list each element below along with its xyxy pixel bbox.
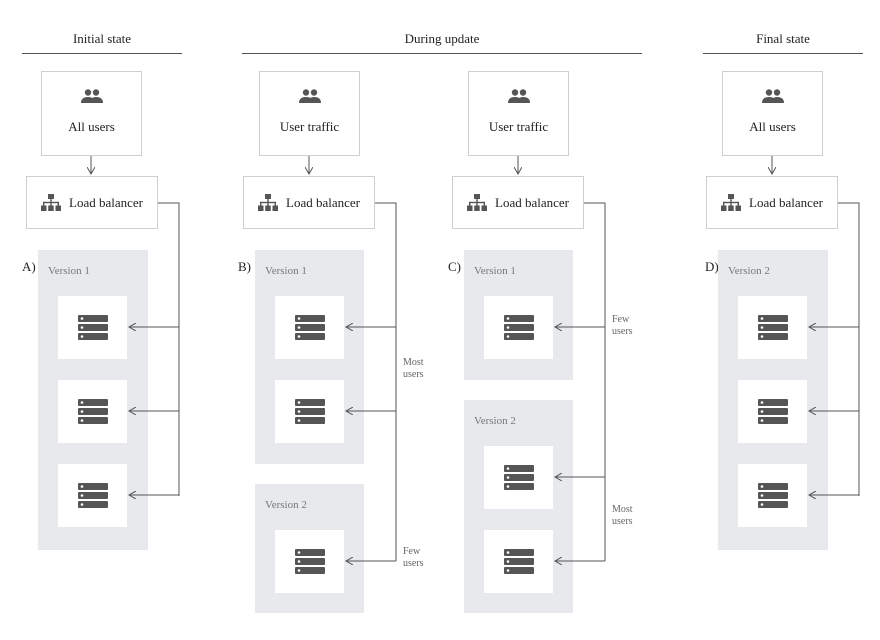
traffic-note-b-most: Most users (403, 357, 424, 380)
route-line-c (584, 202, 606, 561)
version1-label-c: Version 1 (474, 265, 516, 277)
load-balancer-label-d: Load balancer (749, 194, 823, 210)
traffic-note-b-few: Few users (403, 546, 424, 569)
load-balancer-label-a: Load balancer (69, 194, 143, 210)
server-stack-icon (757, 482, 788, 508)
version1-label-b: Version 1 (265, 265, 307, 277)
users-label-d: All users (749, 119, 796, 134)
users-box-c: User traffic (468, 71, 569, 156)
route-line-b (375, 202, 397, 561)
users-box-d: All users (722, 71, 823, 156)
server-stack-icon (77, 314, 108, 340)
header-initial-state: Initial state (72, 31, 132, 46)
scenario-letter-c: C) (448, 259, 461, 274)
server-stack-icon (757, 314, 788, 340)
version2-label-b: Version 2 (265, 499, 307, 511)
traffic-note-c-few: Few users (612, 314, 633, 337)
server-stack-icon (503, 548, 534, 574)
users-box-b: User traffic (259, 71, 360, 156)
users-label-c: User traffic (488, 119, 549, 134)
server-stack-icon (77, 398, 108, 424)
users-icon (761, 89, 784, 103)
server-d2 (738, 380, 807, 443)
version-label-d: Version 2 (728, 265, 770, 277)
sitemap-icon (721, 193, 741, 211)
version2-label-c: Version 2 (474, 415, 516, 427)
server-d1 (738, 296, 807, 359)
load-balancer-label-b: Load balancer (286, 194, 360, 210)
sitemap-icon (258, 193, 278, 211)
server-b1 (275, 296, 344, 359)
scenario-letter-d: D) (705, 259, 719, 274)
users-label-a: All users (68, 119, 115, 134)
server-stack-icon (294, 548, 325, 574)
server-stack-icon (77, 482, 108, 508)
sitemap-icon (41, 193, 61, 211)
server-b3 (275, 530, 344, 593)
load-balancer-box-a: Load balancer (26, 176, 158, 229)
server-stack-icon (503, 314, 534, 340)
server-a1 (58, 296, 127, 359)
header-final-underline (703, 53, 863, 54)
server-a3 (58, 464, 127, 527)
header-initial-underline (22, 53, 182, 54)
server-stack-icon (757, 398, 788, 424)
users-label-b: User traffic (279, 119, 340, 134)
server-stack-icon (294, 398, 325, 424)
scenario-letter-b: B) (238, 259, 251, 274)
sitemap-icon (467, 193, 487, 211)
load-balancer-label-c: Load balancer (495, 194, 569, 210)
scenario-letter-a: A) (22, 259, 36, 274)
server-d3 (738, 464, 807, 527)
users-box-a: All users (41, 71, 142, 156)
server-c3 (484, 530, 553, 593)
load-balancer-box-b: Load balancer (243, 176, 375, 229)
version-label-a: Version 1 (48, 265, 90, 277)
server-b2 (275, 380, 344, 443)
header-during-underline (242, 53, 642, 54)
users-icon (298, 89, 321, 103)
route-line-d (838, 202, 860, 496)
route-line-a (158, 202, 180, 496)
server-c2 (484, 446, 553, 509)
server-stack-icon (503, 464, 534, 490)
load-balancer-box-c: Load balancer (452, 176, 584, 229)
traffic-note-c-most: Most users (612, 504, 633, 527)
server-stack-icon (294, 314, 325, 340)
server-c1 (484, 296, 553, 359)
header-final-state: Final state (756, 31, 810, 46)
server-a2 (58, 380, 127, 443)
load-balancer-box-d: Load balancer (706, 176, 838, 229)
header-during-update: During update (404, 31, 480, 46)
users-icon (507, 89, 530, 103)
users-icon (80, 89, 103, 103)
